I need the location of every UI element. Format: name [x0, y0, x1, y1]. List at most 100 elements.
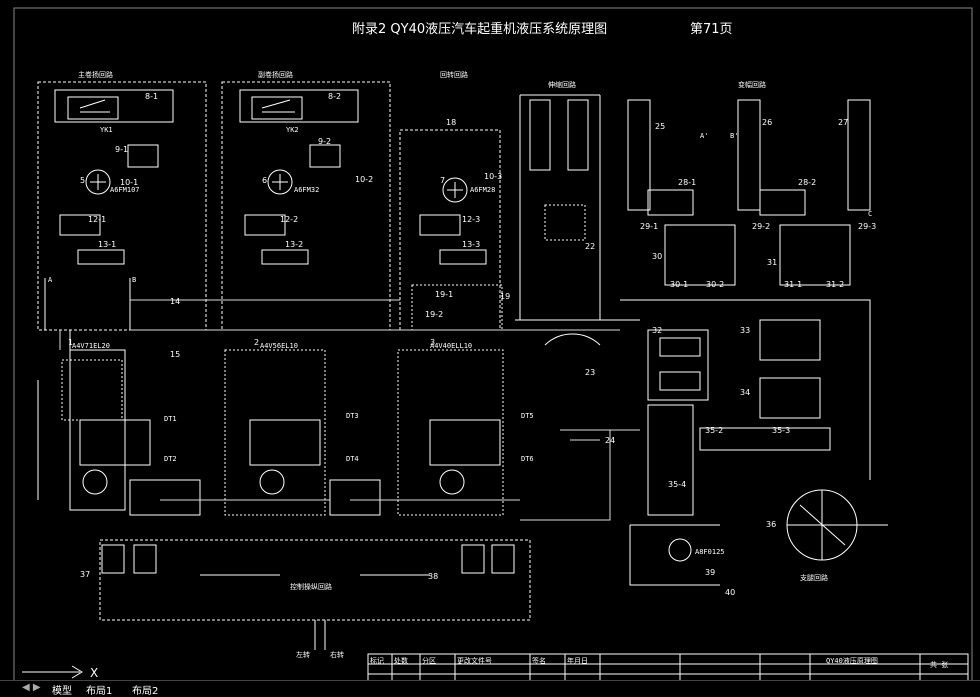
- component-number: 8-1: [145, 92, 159, 101]
- drawing-border: [13, 7, 973, 685]
- section-label-telescoping: 伸缩回路: [548, 81, 576, 89]
- luffing-circuit: [620, 99, 871, 480]
- component-number: 2: [254, 338, 260, 347]
- pipe-lines: [59, 299, 640, 521]
- component-number: 19-1: [435, 290, 454, 299]
- main-hoist-circuit: [37, 81, 207, 516]
- section-label-main-hoist: 主卷扬回路: [78, 71, 113, 79]
- component-number: 18: [446, 118, 457, 127]
- component-number: 1: [68, 338, 74, 347]
- tab-layout-1[interactable]: 布局1: [86, 686, 113, 697]
- section-label-aux-hoist: 副卷扬回路: [258, 71, 293, 79]
- title-block-drawing-name: QY40液压原理图: [826, 657, 878, 665]
- component-number: 30-2: [706, 280, 725, 289]
- component-number: 34: [740, 388, 751, 397]
- section-label-swing: 回转回路: [440, 71, 468, 79]
- title-block-cell: 年月日: [567, 657, 588, 665]
- component-number: 22: [585, 242, 596, 251]
- component-number: 10-2: [355, 175, 374, 184]
- pump-label-aux: A8F0125: [695, 548, 725, 556]
- ucs-axis-icon: X: [22, 665, 98, 680]
- component-number: 26: [762, 118, 773, 127]
- motor-label-5: A6FM107: [110, 186, 140, 194]
- component-number: 30: [652, 252, 663, 261]
- component-number: 39: [705, 568, 716, 577]
- section-label-control: 控制操纵回路: [290, 583, 332, 591]
- title-block-cell: 标记: [370, 657, 384, 665]
- component-number: 5: [80, 176, 86, 185]
- port-a-label: A: [48, 276, 53, 284]
- port-c-label: C: [868, 210, 873, 218]
- component-number: 31-2: [826, 280, 845, 289]
- outrigger-circuit: [629, 319, 888, 586]
- component-number: 29-2: [752, 222, 771, 231]
- label-dt6: DT6: [521, 455, 534, 463]
- component-number: 35-3: [772, 426, 791, 435]
- gauge-label-right: 右转: [330, 651, 344, 659]
- component-number: 27: [838, 118, 849, 127]
- component-number: 29-3: [858, 222, 877, 231]
- title-block: [367, 653, 969, 685]
- label-yk2: YK2: [286, 126, 299, 134]
- component-number: 35-2: [705, 426, 724, 435]
- drawing-title: 附录2 QY40液压汽车起重机液压系统原理图: [352, 22, 608, 37]
- swing-circuit: [397, 129, 504, 516]
- label-dt1: DT1: [164, 415, 177, 423]
- port-b-label: B: [132, 276, 137, 284]
- component-number: 19-2: [425, 310, 444, 319]
- component-number: 23: [585, 368, 596, 377]
- component-number: 25: [655, 122, 666, 131]
- tab-layout-2[interactable]: 布局2: [132, 686, 159, 697]
- label-dt5: DT5: [521, 412, 534, 420]
- port-a-prime-label: A': [700, 132, 709, 140]
- component-number: 6: [262, 176, 268, 185]
- component-number: 14: [170, 297, 181, 306]
- component-number: 13-1: [98, 240, 117, 249]
- component-number: 33: [740, 326, 751, 335]
- component-number: 36: [766, 520, 777, 529]
- port-b-prime-label: B': [730, 132, 739, 140]
- component-number: 19: [500, 292, 511, 301]
- component-number: 32: [652, 326, 663, 335]
- motor-label-7: A6FM28: [470, 186, 496, 194]
- component-number: 12-3: [462, 215, 481, 224]
- component-number: 28-2: [798, 178, 817, 187]
- component-number: 31: [767, 258, 778, 267]
- component-number: 12-1: [88, 215, 107, 224]
- layout-tab-bar: ◀ ▶ 模型 布局1 布局2: [0, 680, 980, 697]
- pump-label-3: A4V40ELL10: [430, 342, 473, 350]
- component-number: 9-1: [115, 145, 129, 154]
- pump-label-1: A4V71EL20: [72, 342, 110, 350]
- component-number: 31-1: [784, 280, 803, 289]
- motor-label-6: A6FM32: [294, 186, 320, 194]
- component-number: 37: [80, 570, 91, 579]
- component-number: 10-1: [120, 178, 139, 187]
- component-number: 40: [725, 588, 736, 597]
- page-number: 第71页: [690, 22, 733, 37]
- component-number: 13-2: [285, 240, 304, 249]
- component-number: 12-2: [280, 215, 299, 224]
- component-number: 10-3: [484, 172, 503, 181]
- component-number: 35-4: [668, 480, 687, 489]
- title-block-cell: 处数: [394, 657, 408, 665]
- section-label-outrigger: 支腿回路: [800, 574, 828, 582]
- title-block-cell: 分区: [422, 657, 436, 665]
- component-number: 24: [605, 436, 616, 445]
- title-block-cell: 签名: [532, 657, 546, 665]
- aux-hoist-circuit: [221, 81, 391, 516]
- component-number: 15: [170, 350, 181, 359]
- component-number: 3: [430, 338, 436, 347]
- label-yk1: YK1: [100, 126, 113, 134]
- label-dt2: DT2: [164, 455, 177, 463]
- title-block-sheet-count: 共 张: [930, 661, 949, 669]
- component-number: 29-1: [640, 222, 659, 231]
- component-number: 9-2: [318, 137, 332, 146]
- tab-model[interactable]: 模型: [52, 686, 72, 697]
- component-number: 38: [428, 572, 439, 581]
- tab-nav-icon[interactable]: ◀ ▶: [22, 682, 41, 693]
- label-dt4: DT4: [346, 455, 359, 463]
- pump-label-2: A4V56EL10: [260, 342, 298, 350]
- control-block: [99, 539, 531, 650]
- title-block-cell: 更改文件号: [457, 657, 492, 665]
- component-number: 30-1: [670, 280, 689, 289]
